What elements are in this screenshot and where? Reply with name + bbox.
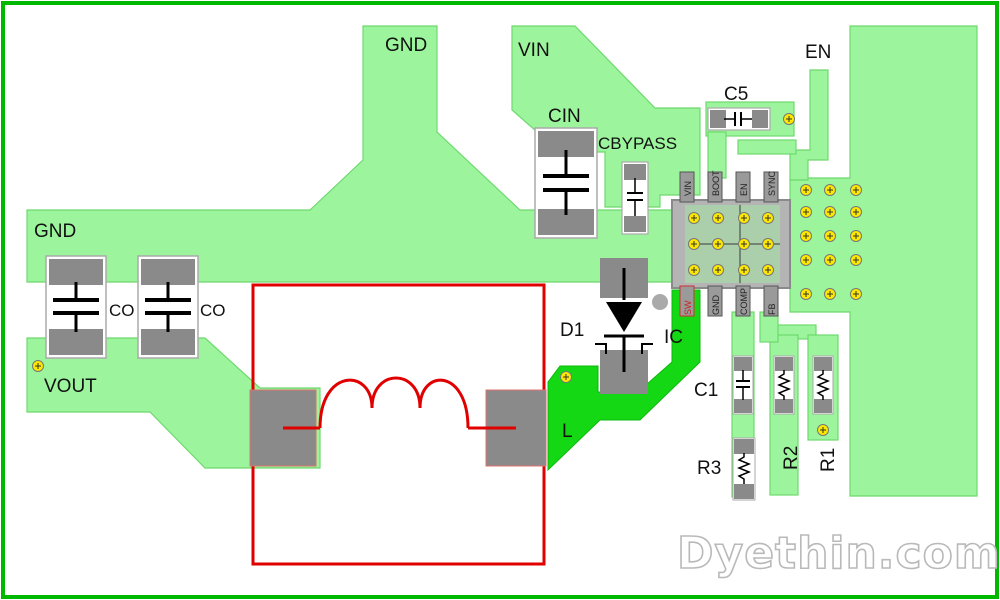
label-cin: CIN [548,106,581,127]
via [850,254,862,266]
c1-capacitor [732,355,754,415]
inductor-l [249,283,547,566]
via [712,264,724,276]
via [800,288,812,300]
right-gnd-pour [789,25,978,497]
ic-pin-sync: SYNC [767,170,777,196]
via [762,238,774,250]
via [688,212,700,224]
label-r3: R3 [697,458,721,479]
c5-capacitor [707,107,771,131]
via [560,371,572,383]
label-en: EN [805,42,831,63]
via [738,238,750,250]
label-co-1: CO [109,301,135,320]
via [783,113,795,125]
via [850,206,862,218]
label-gnd-left: GND [34,221,76,242]
via [738,212,750,224]
ic-pin-vin: VIN [683,181,693,196]
via [850,230,862,242]
via [688,238,700,250]
label-cbypass: CBYPASS [598,134,677,153]
via [850,184,862,196]
en-leg [737,139,797,155]
vout-pour [26,337,321,469]
label-d1: D1 [560,320,584,341]
ic-top-pins [679,171,779,203]
label-ic: IC [664,327,683,348]
via [824,184,836,196]
via [762,264,774,276]
via [817,424,829,436]
label-vout: VOUT [44,376,97,397]
via [800,230,812,242]
ic-bottom-pins [679,285,779,317]
label-vin: VIN [518,40,550,61]
ic-pin-fb: FB [767,303,777,315]
co-capacitor-1 [45,255,107,359]
via [688,264,700,276]
cin-capacitor [534,127,598,239]
via [712,238,724,250]
ic-pin-en: EN [739,183,749,196]
via [762,212,774,224]
via [32,360,44,372]
via [824,288,836,300]
via [800,254,812,266]
ic-pin-boot: BOOT [711,170,721,196]
via [824,206,836,218]
test-vias [32,113,829,436]
label-co-2: CO [200,301,226,320]
via [800,206,812,218]
ic-pin-comp: COMP [739,288,749,315]
watermark: Dyethin.com [677,528,1000,579]
via [800,184,812,196]
cbypass-capacitor [621,161,649,235]
label-l: L [562,421,573,442]
via-array [688,184,862,300]
co-capacitor-2 [137,255,199,359]
ic-pin-sw: SW [683,300,693,315]
en-trace [789,69,829,181]
d1-diode [595,258,668,394]
via [824,254,836,266]
label-c1: C1 [694,380,718,401]
label-c5: C5 [724,84,748,105]
r3-resistor [732,437,756,501]
via [850,288,862,300]
label-r2: R2 [781,446,802,470]
label-r1: R1 [818,448,839,472]
via [738,264,750,276]
r1-resistor [812,355,834,415]
via [712,212,724,224]
ic-pin-gnd: GND [711,295,721,316]
label-gnd-top: GND [385,35,427,56]
sw-node-pour [547,289,701,472]
via [824,230,836,242]
r2-resistor [773,355,795,415]
